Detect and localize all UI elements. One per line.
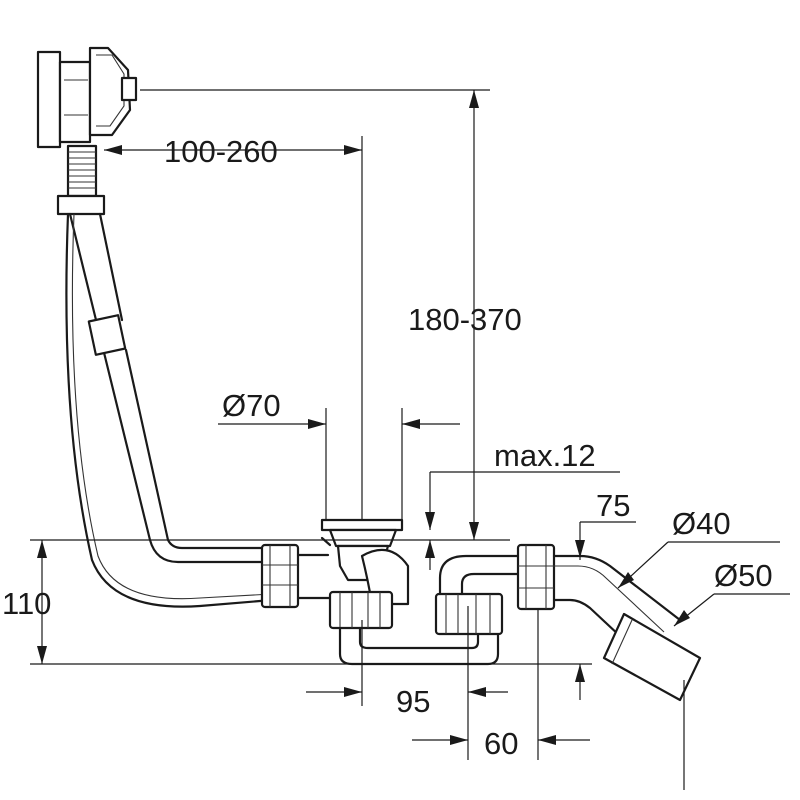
dim-label-outlet-length: 75 (596, 488, 630, 523)
trap-body (260, 518, 556, 666)
dimension-lines (30, 89, 790, 790)
overflow-head (36, 46, 138, 216)
dim-label-outlet-diameter-50: Ø50 (714, 558, 773, 593)
dim-label-overflow-offset: 100-260 (164, 134, 278, 169)
outlet-elbow (552, 554, 702, 702)
dim-label-trap-height: 110 (2, 586, 51, 621)
dim-label-outlet-diameter-40: Ø40 (672, 506, 731, 541)
dim-label-max-thickness: max.12 (494, 438, 596, 473)
dim-label-trap-offset: 95 (396, 684, 430, 719)
dim-label-plug-diameter: Ø70 (222, 388, 281, 423)
dim-label-overflow-height: 180-370 (408, 302, 522, 337)
dim-label-outlet-offset: 60 (484, 726, 518, 761)
